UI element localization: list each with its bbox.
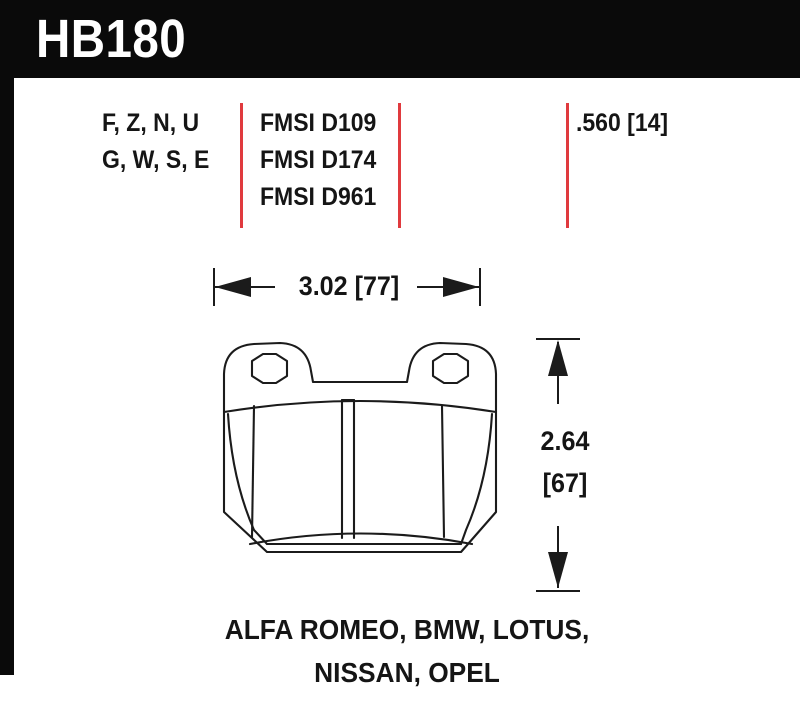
compound-codes: F, Z, N, U G, W, S, E xyxy=(102,105,209,179)
divider-rule-1 xyxy=(240,103,243,228)
mounting-hole-left xyxy=(250,352,289,385)
mounting-hole-right xyxy=(431,352,470,385)
vehicle-list-line-1: ALFA ROMEO, BMW, LOTUS, xyxy=(224,614,590,645)
height-dimension-label: 2.64 [67] xyxy=(514,420,616,504)
width-extension-tick-left xyxy=(213,268,215,306)
pad-left-inner-edge xyxy=(226,412,269,546)
fmsi-number-2: FMSI D174 xyxy=(260,146,377,174)
width-arrowhead-left-icon xyxy=(215,277,251,297)
friction-groove-left xyxy=(250,404,256,539)
fmsi-numbers: FMSI D109 FMSI D174 FMSI D961 xyxy=(260,105,376,216)
vehicle-list-line-2: NISSAN, OPEL xyxy=(314,657,500,688)
height-arrowhead-down-icon xyxy=(548,552,568,588)
compound-codes-line-1: F, Z, N, U xyxy=(102,109,200,137)
height-dimension-line: 2.64 [67] xyxy=(520,336,630,594)
spec-row: F, Z, N, U G, W, S, E FMSI D109 FMSI D17… xyxy=(14,95,800,235)
brake-pad-outline-svg xyxy=(222,341,498,554)
page-title: HB180 xyxy=(36,9,187,69)
width-dimension-line: 3.02 [77] xyxy=(205,262,495,314)
thickness-value: .560 [14] xyxy=(576,109,669,137)
height-dimension-inches: 2.64 xyxy=(540,426,590,456)
fmsi-number-1: FMSI D109 xyxy=(260,109,377,137)
height-dimension-mm: [67] xyxy=(542,468,588,498)
friction-groove-right xyxy=(440,404,446,539)
brake-pad-diagram xyxy=(210,330,510,595)
width-arrowhead-right-icon xyxy=(443,277,479,297)
fmsi-number-3: FMSI D961 xyxy=(260,183,377,211)
height-extension-tick-top xyxy=(536,338,580,340)
divider-rule-3 xyxy=(566,103,569,228)
width-dimension-label: 3.02 [77] xyxy=(298,271,400,301)
compound-codes-line-2: G, W, S, E xyxy=(102,146,210,174)
divider-rule-2 xyxy=(398,103,401,228)
friction-material-bottom-edge xyxy=(248,532,474,546)
header-bar: HB180 xyxy=(0,0,800,78)
height-extension-tick-bottom xyxy=(536,590,580,592)
width-extension-tick-right xyxy=(479,268,481,306)
left-border-bar xyxy=(0,78,14,675)
height-arrowhead-up-icon xyxy=(548,340,568,376)
pad-backing-plate-outline xyxy=(222,341,498,554)
vehicle-application-list: ALFA ROMEO, BMW, LOTUS, NISSAN, OPEL xyxy=(14,608,800,694)
friction-material-top-edge xyxy=(222,399,498,414)
pad-right-inner-edge xyxy=(459,412,494,546)
